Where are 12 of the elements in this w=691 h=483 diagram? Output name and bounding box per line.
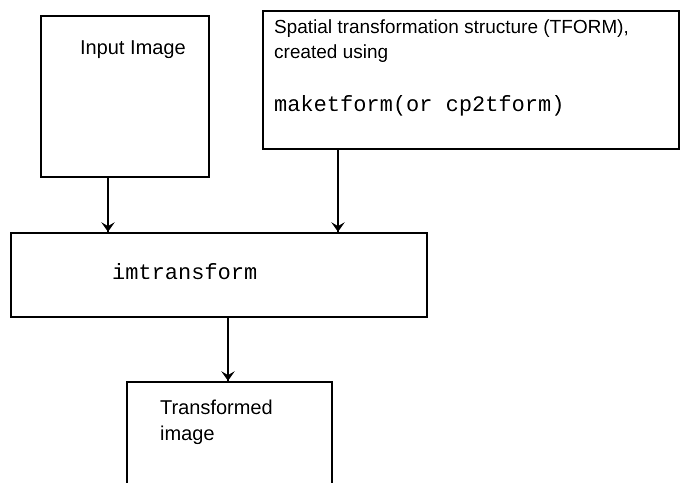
structure-box	[262, 10, 680, 150]
arrow	[331, 150, 345, 232]
box-label: Spatial transformation structure (TFORM), created using	[274, 16, 630, 65]
input-box	[40, 15, 210, 178]
box-label: Transformed image	[160, 396, 274, 447]
arrow	[101, 178, 115, 232]
code-label: imtransform	[112, 260, 258, 288]
arrow	[221, 318, 235, 381]
function-box	[10, 232, 428, 318]
box-label: Input Image	[80, 36, 187, 61]
output-box	[126, 381, 333, 483]
code-label: maketform(or cp2tform)	[274, 92, 566, 120]
